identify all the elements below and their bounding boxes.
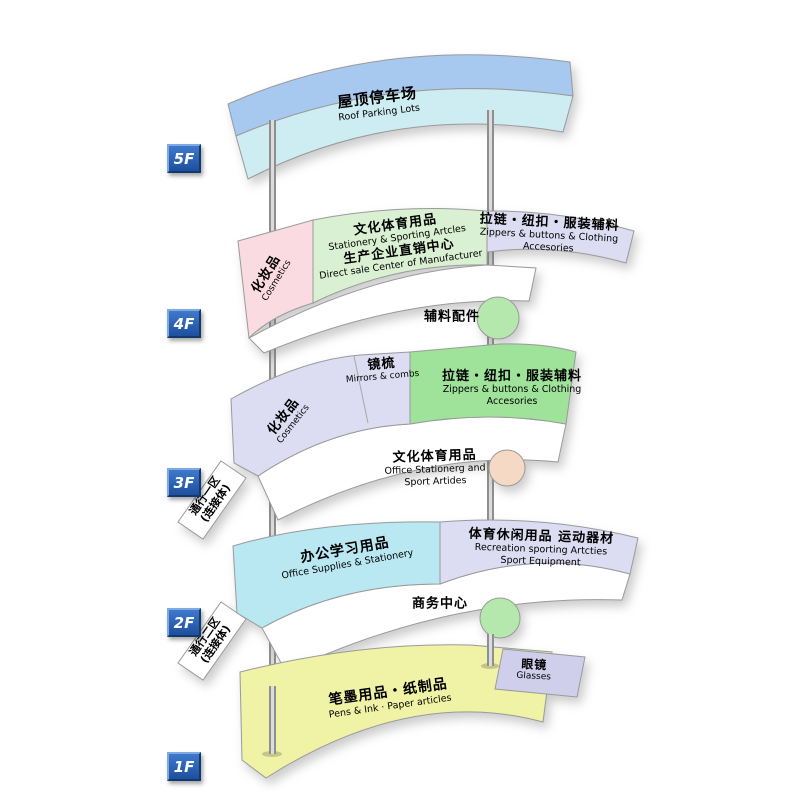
f3-mirrors-divider [353,355,369,424]
f1-pens-area [239,644,553,779]
pillar-right-foot-highlight [489,634,492,666]
f3-zippers-label: 拉链・纽扣・服装辅料 Zippers & buttons & Clothing … [442,369,582,407]
floor-plate-4f [237,207,635,354]
f3-service-circle [488,449,526,487]
floor-badge-1f-text: 1F [173,757,195,776]
floor-plate-5f [227,54,574,180]
f2-sports-area [439,519,639,585]
f4-accessories-label: 辅料配件 [424,309,480,324]
f1-glasses-label: 眼镜 Glasses [516,657,552,684]
floor-plate-2f [177,519,639,681]
floor-badge-4f: 4F [167,309,201,338]
f3-zippers-area [409,343,577,425]
f1-glasses-label-en: Glasses [516,670,552,683]
f4-accessories-label-zh: 辅料配件 [423,309,481,325]
floor-plate-1f [239,644,586,779]
f2-sports-label: 体育休闲用品 运动器材 Recreation sporting Artcties… [468,527,614,570]
f4-stationery-area [312,207,488,304]
f2-business-center-label-zh: 商务中心 [411,596,469,612]
f3-stationery-label: 文化体育用品 Office Stationerg and Sport Artid… [384,447,486,488]
floor-badge-5f: 5F [167,144,201,173]
floor-badge-2f-text: 2F [173,613,195,632]
f3-zippers-label-en2: Accesories [486,395,538,407]
f2-business-circle [479,597,521,639]
f4-zippers-label: 拉链・纽扣・服装辅料 Zippers & buttons & Clothing … [478,211,620,256]
floor-badge-4f-text: 4F [173,314,195,333]
f1-glasses-area [494,648,586,698]
f4-zippers-area [486,210,635,264]
floor-badge-3f-text: 3F [173,473,195,492]
f4-accessories-circle [476,296,520,340]
f3-zippers-label-zh: 拉链・纽扣・服装辅料 [441,369,583,385]
floor-plate-3f [177,343,577,540]
pillar-left-foot-highlight [271,686,274,754]
floor-badge-1f: 1F [167,752,201,781]
floor-badge-2f: 2F [167,608,201,637]
f3-passage-tab [177,460,247,540]
f4-walkway [248,264,537,354]
pillar-feet [262,634,499,757]
f3-zippers-label-en1: Zippers & buttons & Clothing [442,384,582,396]
floor-badge-3f: 3F [167,468,201,497]
f2-business-center-label: 商务中心 [412,596,468,611]
floor-badge-5f-text: 5F [173,149,195,168]
